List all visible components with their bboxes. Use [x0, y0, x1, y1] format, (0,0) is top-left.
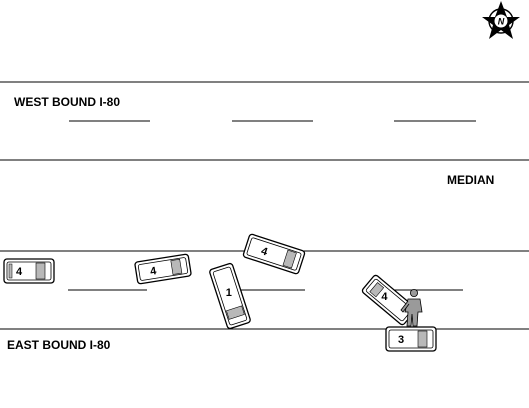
vehicle-3: 3: [385, 326, 437, 352]
vehicle-4d: 4: [361, 274, 417, 326]
vehicle-number-label: 1: [226, 287, 232, 299]
vehicle-1: 1: [209, 262, 251, 330]
vehicle-number-label: 4: [16, 266, 23, 278]
vehicle-number-label: 4: [259, 245, 269, 259]
westbound-road-label: WEST BOUND I-80: [14, 95, 120, 109]
eastbound-road-label: EAST BOUND I-80: [7, 338, 111, 352]
vehicle-number-label: 4: [149, 265, 158, 278]
vehicle-number-label: 3: [398, 334, 404, 346]
vehicle-4c: 4: [242, 233, 306, 275]
north-arrow-compass-icon: N: [482, 1, 520, 39]
vehicle-4b: 4: [134, 253, 192, 285]
vehicle-4a: 4: [3, 258, 55, 284]
vehicle-number-label: 4: [381, 291, 388, 303]
compass-letter: N: [498, 17, 505, 27]
pedestrian-figure-icon: [400, 288, 423, 327]
median-label: MEDIAN: [447, 173, 494, 187]
